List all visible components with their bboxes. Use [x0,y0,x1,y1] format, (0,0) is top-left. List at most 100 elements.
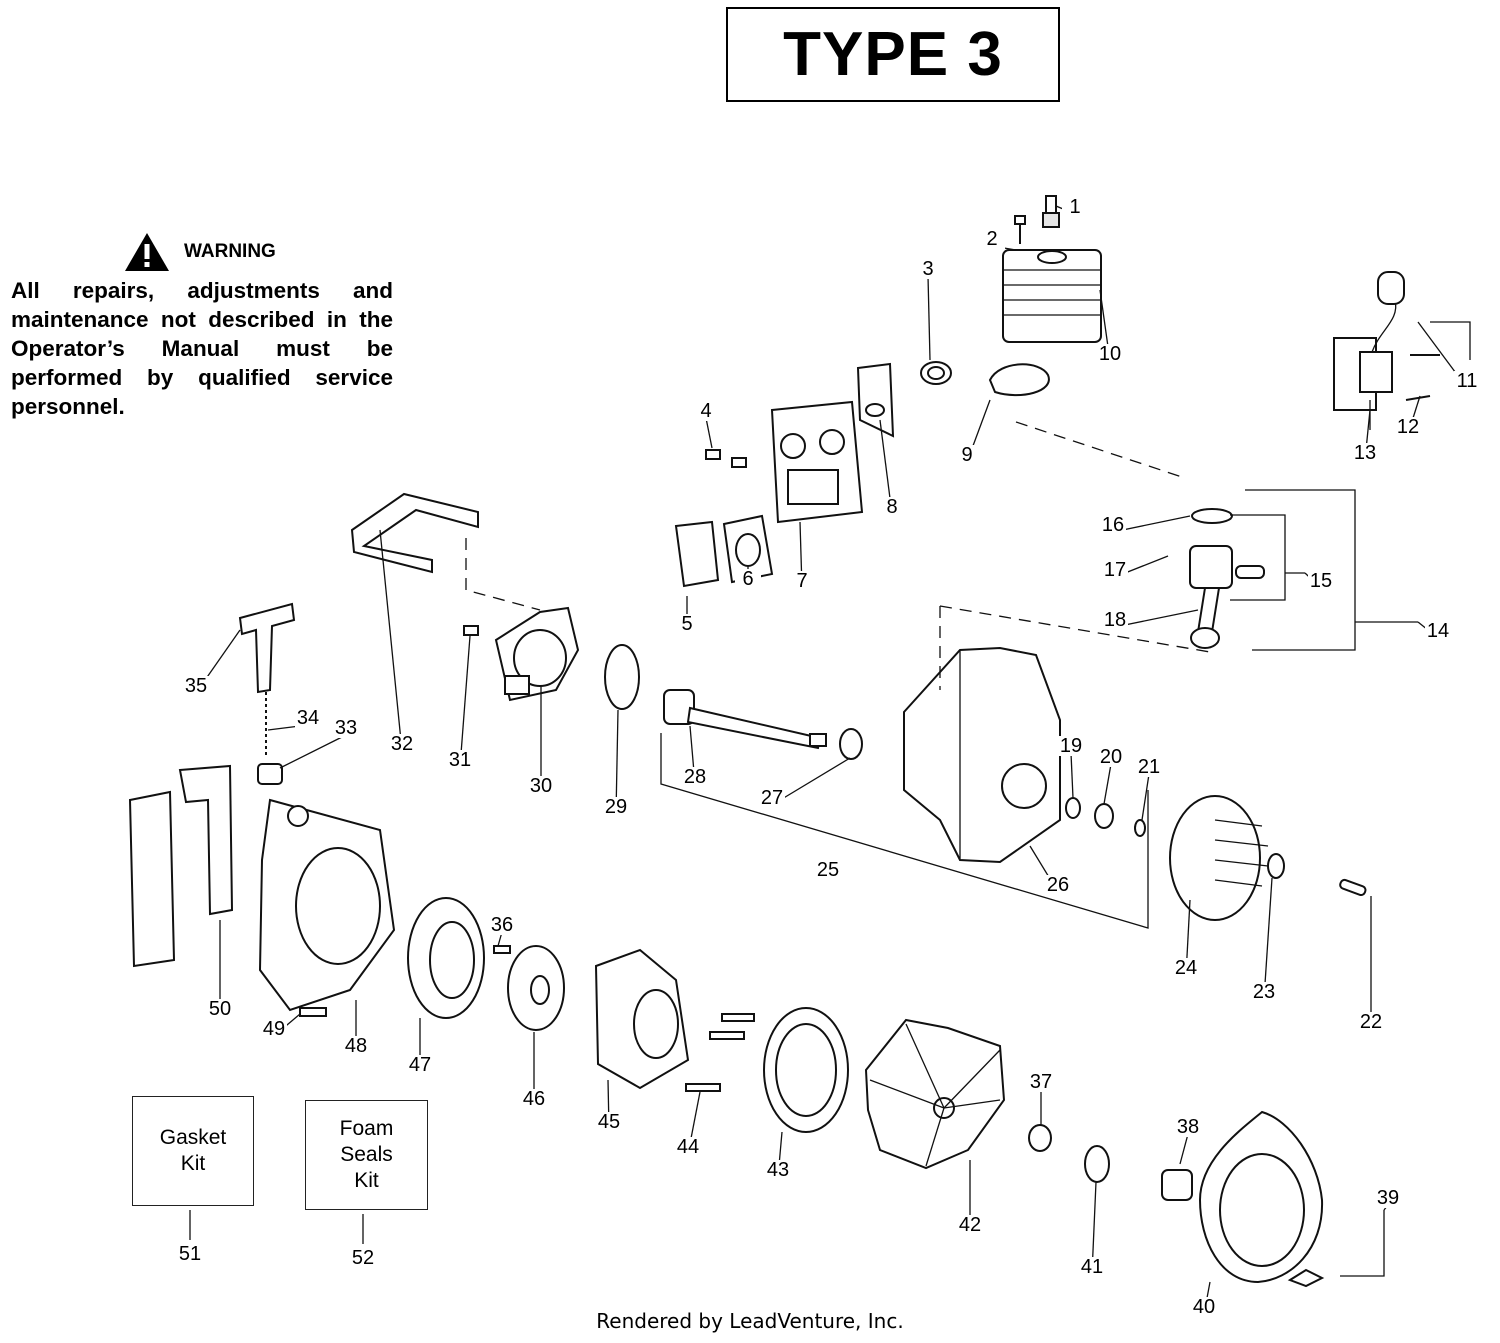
callout-18-connecting-rod: 18 [1104,609,1126,631]
callout-bg-3 [915,259,941,279]
retaining-ring-drawing [1134,819,1146,837]
warning-header: WARNING [124,232,276,272]
callout-46-washer: 46 [523,1088,545,1110]
callout-36-pulley-screw: 36 [491,914,513,936]
callout-bg-8 [879,497,905,517]
callout-bg-30 [528,776,554,796]
kit-number-52: 52 [352,1247,374,1269]
callout-bg-50 [207,999,233,1019]
callout-bg-41 [1079,1257,1105,1277]
callout-bg-6 [735,569,761,589]
callout-bg-26 [1045,875,1071,895]
callout-bg-46 [521,1089,547,1109]
crank-seal-drawing [839,728,863,760]
callout-bg-40 [1191,1297,1217,1317]
callout-48-starter-housing: 48 [345,1035,367,1057]
callout-bg-42 [957,1215,983,1235]
callout-bg-11 [1454,371,1480,391]
pin-drawing [1339,878,1367,897]
callout-bg-34 [295,708,321,728]
callout-bg-23 [1251,982,1277,1002]
callout-bg-25 [815,860,841,880]
blower-plate-drawing [763,1007,849,1133]
callout-41-washer: 41 [1081,1256,1103,1278]
leader-line-20 [1103,763,1112,805]
leader-line-31 [459,635,471,768]
flywheel-drawing [1169,795,1269,921]
callout-bg-16 [1100,515,1126,535]
callout-25-crankcase-assembly: 25 [817,859,839,881]
callout-44-housing-screw: 44 [677,1136,699,1158]
callout-bg-37 [1028,1072,1054,1092]
foam-seals-kit-box: Foam Seals Kit [305,1100,428,1210]
callout-bg-14 [1425,621,1451,641]
callout-8-heat-shield: 8 [886,496,897,518]
leader-line-3 [927,275,931,361]
callout-42-impeller: 42 [959,1214,981,1236]
leader-line-33 [279,734,347,769]
starter-housing-drawing [258,798,396,1012]
callout-bg-12 [1395,417,1421,437]
callout-29-o-ring: 29 [605,796,627,818]
screw-drawing [299,1007,327,1017]
callout-31-cover-screw: 31 [449,749,471,771]
callout-15-piston-pin: 15 [1310,570,1332,592]
callout-7-muffler: 7 [796,570,807,592]
callout-38-spacer: 38 [1177,1116,1199,1138]
gasket-kit-box: Gasket Kit [132,1096,254,1206]
callout-bg-17 [1102,560,1128,580]
gasket-kit-label: Gasket Kit [159,1126,227,1175]
callout-5-cover-screw: 5 [681,613,692,635]
callout-bg-4 [693,401,719,421]
callout-27-crank-seal: 27 [761,787,783,809]
callout-40-blower-cover: 40 [1193,1296,1215,1318]
pulley-drawing [407,897,485,1019]
callout-12-module-screw: 12 [1397,416,1419,438]
starter-handle-drawing [238,602,296,785]
callout-49-screw: 49 [263,1018,285,1040]
callout-bg-38 [1175,1117,1201,1137]
callout-50-foam-seals: 50 [209,998,231,1020]
callout-bg-7 [789,571,815,591]
callout-bg-19 [1058,736,1084,756]
blower-cover-drawing [1198,1110,1324,1284]
foam-seal-drawing [350,492,479,574]
warning-label: WARNING [184,241,276,262]
bearing-drawing [1094,803,1114,829]
type-title: TYPE 3 [783,20,1003,89]
callout-bg-48 [343,1036,369,1056]
washer-drawing [1267,853,1285,879]
callout-23-washer: 23 [1253,981,1275,1003]
callout-20-bearing: 20 [1100,746,1122,768]
o-ring-drawing [604,644,640,710]
leader-line-19 [1070,752,1074,799]
seal-drawing [1065,797,1081,819]
starter-housing-45-drawing [594,948,690,1090]
callout-bg-32 [389,734,415,754]
pulley-screw-drawing [493,945,511,954]
kit-number-51: 51 [179,1243,201,1265]
callout-bg-10 [1097,344,1123,364]
muffler-drawing [770,400,864,524]
callout-11-ignition-wire: 11 [1457,370,1478,392]
housing-screws-drawing [685,1013,755,1092]
callout-bg-29 [603,797,629,817]
callout-9-cylinder-gasket: 9 [961,444,972,466]
callout-bg-33 [333,718,359,738]
callout-13-ignition-module: 13 [1354,442,1376,464]
callout-21-retaining-ring: 21 [1138,756,1160,778]
spark-plug-drawing [1042,195,1060,228]
callout-bg-36 [489,915,515,935]
type-title-box: TYPE 3 [726,7,1060,102]
muffler-gasket-drawing [722,514,774,584]
callout-10-cylinder: 10 [1099,343,1121,365]
leader-line-4 [705,417,713,449]
callout-19-seal: 19 [1060,735,1082,757]
leader-line-38 [1179,1133,1189,1165]
callout-4-muffler-screw: 4 [700,400,711,422]
clip-drawing [1287,1268,1325,1288]
callout-bg-9 [954,445,980,465]
callout-17-retainer-clip: 17 [1104,559,1126,581]
foam-seals-drawing [128,764,234,968]
callout-bg-49 [261,1019,287,1039]
